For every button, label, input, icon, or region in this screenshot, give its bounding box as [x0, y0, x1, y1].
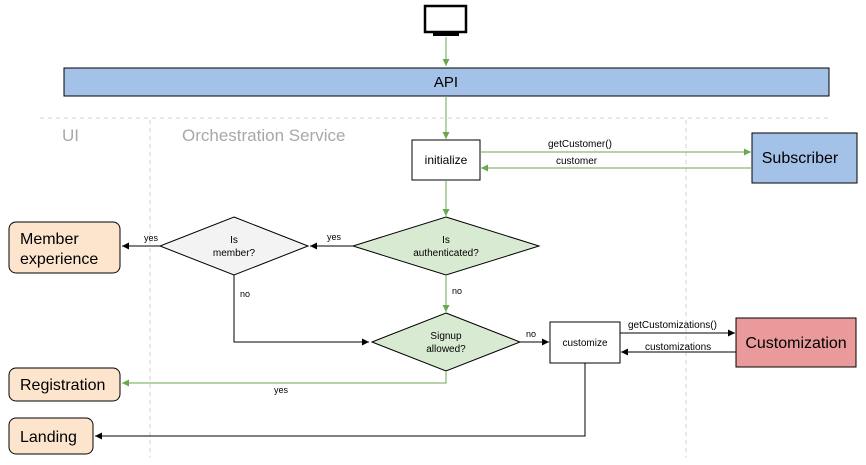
customization-node: Customization	[735, 317, 857, 368]
arrow-member-no	[233, 275, 369, 346]
edge-label-customer: customer	[556, 156, 598, 167]
api-label: API	[434, 74, 458, 91]
edge-label-get-customizations: getCustomizations()	[628, 320, 717, 331]
edge-label-customizations: customizations	[645, 342, 711, 353]
subscriber-label: Subscriber	[762, 150, 839, 167]
registration-label: Registration	[20, 377, 105, 394]
subscriber-node: Subscriber	[751, 132, 858, 184]
customize-label: customize	[562, 338, 607, 349]
edge-label-signup-yes: yes	[274, 385, 289, 395]
arrow-customize-to-landing	[95, 363, 586, 440]
landing-label: Landing	[20, 429, 77, 446]
edge-label-member-no: no	[240, 289, 250, 299]
signup-allowed-label-1: Signup	[430, 331, 462, 342]
is-member-label-2: member?	[213, 248, 256, 259]
api-bar: API	[63, 67, 830, 97]
member-experience-node: Member experience	[8, 221, 121, 274]
lane-label-orchestration: Orchestration Service	[182, 126, 345, 145]
member-experience-label-1: Member	[20, 231, 79, 248]
customize-node: customize	[549, 321, 621, 364]
is-member-label-1: Is	[230, 235, 238, 246]
signup-allowed-label-2: allowed?	[426, 344, 466, 355]
edge-label-signup-no: no	[526, 329, 536, 339]
arrow-signup-yes	[122, 371, 447, 387]
registration-node: Registration	[8, 367, 121, 402]
member-experience-label-2: experience	[20, 251, 98, 268]
is-authenticated-label-2: authenticated?	[413, 248, 479, 259]
customization-label: Customization	[745, 335, 846, 352]
landing-node: Landing	[8, 417, 94, 455]
signup-allowed-decision: Signup allowed?	[370, 312, 522, 372]
edge-label-auth-yes: yes	[327, 232, 342, 242]
is-authenticated-label-1: Is	[442, 235, 450, 246]
edge-label-auth-no: no	[452, 286, 462, 296]
initialize-node: initialize	[411, 139, 481, 181]
initialize-label: initialize	[425, 153, 468, 167]
is-authenticated-decision: Is authenticated?	[351, 216, 541, 276]
edge-label-get-customer: getCustomer()	[548, 139, 612, 150]
lane-label-ui: UI	[62, 126, 79, 145]
edge-label-member-yes: yes	[144, 233, 159, 243]
monitor-icon	[423, 4, 468, 36]
is-member-decision: Is member?	[158, 216, 310, 276]
